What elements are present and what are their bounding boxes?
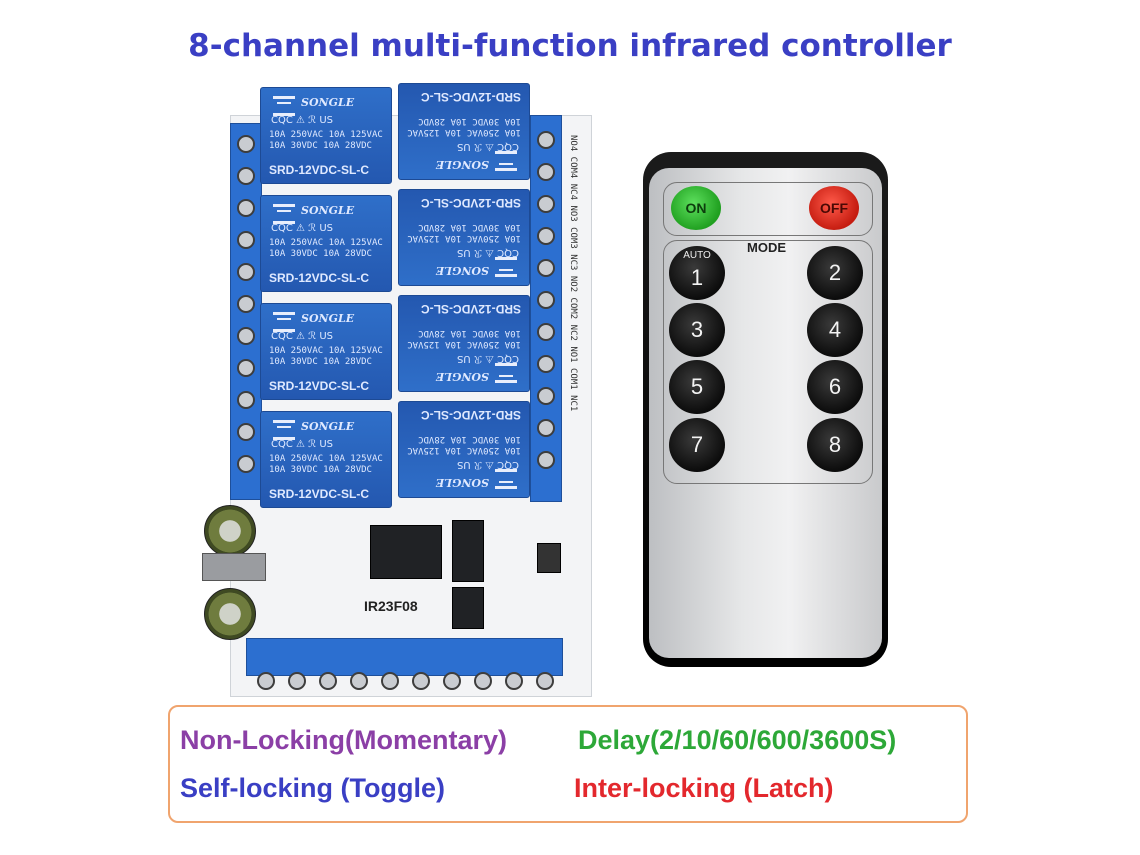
- terminal-screw: [237, 263, 255, 281]
- terminal-screw: [237, 391, 255, 409]
- remote-face: ON OFF MODE AUTO 1 2 3 4 5 6 7 8: [649, 168, 882, 658]
- songle-logo-icon: [495, 257, 517, 277]
- terminal-screw: [537, 163, 555, 181]
- terminal-screw: [537, 259, 555, 277]
- terminal-screw: [237, 135, 255, 153]
- songle-logo-icon: [273, 96, 295, 116]
- terminal-screw: [237, 359, 255, 377]
- capacitor: [204, 588, 256, 640]
- button-5[interactable]: 5: [669, 360, 725, 414]
- terminal-screw: [237, 327, 255, 345]
- songle-logo-icon: [495, 363, 517, 383]
- terminal-screw: [350, 672, 368, 690]
- button-6[interactable]: 6: [807, 360, 863, 414]
- ic-chip: [452, 520, 484, 582]
- terminal-labels: NO4 COM4 NC4 NO3 COM3 NC3 NO2 COM2 NC2 N…: [568, 135, 578, 412]
- capacitor: [204, 505, 256, 557]
- terminal-screw: [537, 419, 555, 437]
- terminal-screw: [237, 295, 255, 313]
- terminal-screw: [237, 231, 255, 249]
- ic-label: IR23F08: [364, 598, 418, 614]
- terminal-screw: [537, 323, 555, 341]
- button-8[interactable]: 8: [807, 418, 863, 472]
- terminal-screw: [257, 672, 275, 690]
- terminal-screw: [412, 672, 430, 690]
- terminal-screw: [537, 355, 555, 373]
- power-button-group: [663, 182, 873, 236]
- mode-legend: Non-Locking(Momentary) Delay(2/10/60/600…: [168, 705, 968, 823]
- terminal-screw: [237, 199, 255, 217]
- button-7[interactable]: 7: [669, 418, 725, 472]
- button-1[interactable]: AUTO 1: [669, 246, 725, 300]
- terminal-screw: [443, 672, 461, 690]
- terminal-screw: [536, 672, 554, 690]
- terminal-screw: [537, 227, 555, 245]
- songle-logo-icon: [273, 204, 295, 224]
- page-title: 8-channel multi-function infrared contro…: [188, 28, 952, 64]
- ic-chip: [370, 525, 442, 579]
- inter-locking-mode: Inter-locking (Latch): [574, 773, 834, 803]
- terminal-screw: [237, 423, 255, 441]
- terminal-screw: [537, 451, 555, 469]
- mode-button-group: [663, 240, 873, 484]
- songle-logo-icon: [495, 151, 517, 171]
- terminal-screw: [537, 195, 555, 213]
- ir-remote: ON OFF MODE AUTO 1 2 3 4 5 6 7 8: [643, 152, 888, 667]
- terminal-screw: [319, 672, 337, 690]
- ic-chip: [452, 587, 484, 629]
- songle-logo-icon: [273, 420, 295, 440]
- relay-board: NO4 COM4 NC4 NO3 COM3 NC3 NO2 COM2 NC2 N…: [202, 83, 597, 697]
- delay-mode: Delay(2/10/60/600/3600S): [578, 725, 897, 755]
- button-4[interactable]: 4: [807, 303, 863, 357]
- auto-label: AUTO: [683, 250, 711, 261]
- ir-receiver: [537, 543, 561, 573]
- songle-logo-icon: [273, 312, 295, 332]
- terminal-screw: [537, 387, 555, 405]
- songle-logo-icon: [495, 469, 517, 489]
- terminal-screw: [537, 131, 555, 149]
- off-button[interactable]: OFF: [809, 186, 859, 230]
- button-2[interactable]: 2: [807, 246, 863, 300]
- terminal-screw: [288, 672, 306, 690]
- bottom-terminal-block: [246, 638, 563, 676]
- button-3[interactable]: 3: [669, 303, 725, 357]
- terminal-screw: [237, 167, 255, 185]
- non-locking-mode: Non-Locking(Momentary): [180, 725, 507, 755]
- terminal-screw: [237, 455, 255, 473]
- self-locking-mode: Self-locking (Toggle): [180, 773, 445, 803]
- mode-label: MODE: [747, 240, 786, 255]
- on-button[interactable]: ON: [671, 186, 721, 230]
- voltage-regulator: [202, 553, 266, 581]
- terminal-screw: [381, 672, 399, 690]
- terminal-screw: [537, 291, 555, 309]
- terminal-screw: [505, 672, 523, 690]
- terminal-screw: [474, 672, 492, 690]
